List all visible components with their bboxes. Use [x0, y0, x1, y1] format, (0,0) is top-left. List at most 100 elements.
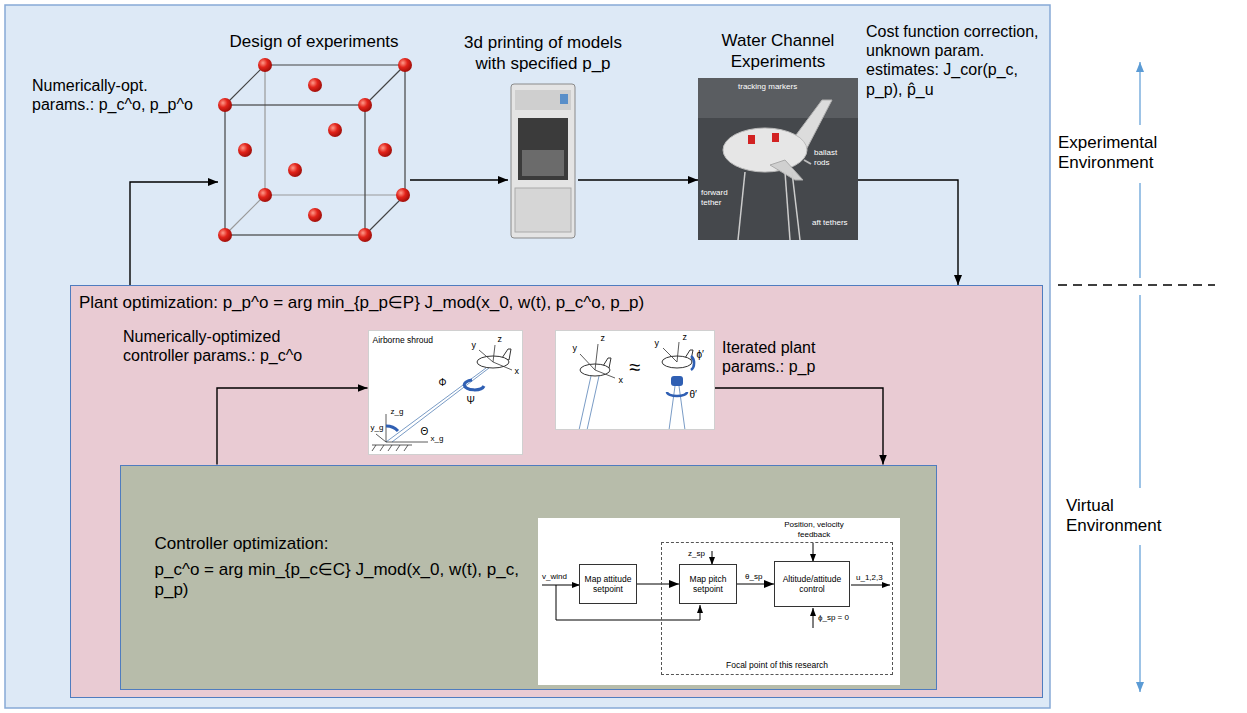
experiment-design: Design of experiments: [218, 58, 410, 240]
axis: [595, 344, 598, 370]
up-arrow-tail: [1139, 183, 1140, 278]
node-text: ≈: [630, 355, 641, 379]
design-point: [328, 123, 342, 137]
design-point: [218, 228, 232, 242]
node-text: ϕ′: [697, 349, 704, 361]
design-point: [358, 98, 372, 112]
node-text: Φ: [439, 377, 447, 389]
node-title: Plant optimization: p_p^o = arg min_{p_p…: [79, 293, 979, 313]
node-text: x_g: [431, 434, 444, 444]
node-text: aft tethers: [812, 218, 848, 228]
altitude-setpoint-input: [712, 551, 713, 565]
tracking-marker: [748, 135, 755, 144]
node-title: Water Channel Experiments: [716, 31, 841, 72]
node-title: Design of experiments: [209, 32, 419, 52]
tether: [386, 368, 486, 442]
process-box: Map attitude setpoint: [579, 564, 637, 604]
flow-arrow: [217, 388, 368, 465]
design-point: [258, 188, 272, 202]
node-title: Focal point of this research: [662, 660, 892, 670]
plant-region-fill: [70, 285, 1043, 698]
ballast-rod: [804, 160, 811, 164]
ground-arc: [386, 426, 398, 431]
edge-label: Numerically-opt. params.: p_c^o, p_p^o: [32, 76, 207, 114]
edge-label: Numerically-optimized controller params.…: [123, 327, 348, 365]
tether: [392, 368, 489, 442]
cube-edge: [264, 65, 265, 195]
edge-label: Cost function correction, unknown param.…: [866, 22, 1044, 99]
tether: [738, 172, 745, 240]
axis: [677, 342, 679, 362]
design-point: [308, 78, 322, 92]
design-point: [358, 228, 372, 242]
design-point: [378, 143, 392, 157]
flow-arrow: [715, 388, 884, 465]
experimental-region: [5, 5, 1050, 708]
design-point: [218, 98, 232, 112]
node-text: z: [683, 332, 688, 343]
figure-ground: [368, 330, 523, 455]
design-points: [218, 58, 412, 242]
tether: [669, 386, 675, 430]
axis: [376, 434, 386, 442]
body-axes: [580, 342, 679, 378]
design-point: [308, 208, 322, 222]
label: u_1,2,3: [856, 573, 883, 583]
node-text: y: [472, 340, 477, 351]
cube-edge: [265, 194, 405, 195]
axis: [479, 350, 493, 362]
roll-setpoint-input: [813, 608, 814, 628]
process-box: Map pitch setpoint: [679, 564, 737, 604]
printer-bed: [522, 150, 564, 176]
printer-window: [518, 118, 568, 180]
node-text: θ′: [690, 389, 697, 401]
label: Position, velocity feedback: [772, 520, 856, 539]
controller-optimization-box: Controller optimization:p_c^o = arg min_…: [120, 465, 937, 690]
printer-base: [515, 188, 571, 232]
label: ϕ_sp = 0: [818, 613, 849, 623]
node-title: Controller optimization:: [155, 534, 530, 554]
cube-edge: [365, 65, 405, 235]
node-title: y: [573, 343, 578, 354]
node-text: Θ: [421, 426, 429, 438]
control-output: [851, 585, 890, 586]
feedback-input: [813, 543, 814, 562]
flow-arrow: [737, 584, 774, 585]
printer-screen: [560, 94, 568, 104]
node-text: z_g: [391, 407, 404, 417]
axis: [386, 442, 428, 443]
down-arrow: [1139, 545, 1140, 692]
plant-optimization-box: Plant optimization: p_p^o = arg min_{p_p…: [70, 285, 1043, 698]
pivot-joint: [671, 376, 683, 386]
node-text: Ψ: [467, 395, 475, 407]
printing-step: 3d printing of models with specified p_p: [508, 80, 578, 240]
label: z_sp: [688, 549, 705, 559]
node-text: z: [498, 334, 503, 345]
process-box: Altitude/attitude control: [774, 561, 850, 607]
controller-region-fill: [120, 465, 937, 690]
tether: [679, 386, 685, 430]
flow-arrow: [637, 584, 679, 585]
water-channel-photo: [698, 78, 858, 240]
cube-edge: [225, 195, 265, 235]
tracking-marker: [772, 133, 779, 142]
axis: [580, 354, 595, 370]
flow-arrow: [410, 179, 508, 180]
flow-arrow: [578, 179, 698, 180]
roll-arrow: [691, 356, 694, 370]
printer-body: [511, 84, 575, 238]
tether: [792, 172, 800, 240]
wind-input: [542, 585, 580, 586]
node-text: y_g: [371, 423, 384, 433]
down-arrow-tail: [1139, 295, 1140, 488]
photo-ground: [698, 78, 858, 118]
design-point: [288, 163, 302, 177]
water-channel: Water Channel Experimentstracking marker…: [698, 78, 858, 240]
label: Virtual Environment: [1066, 496, 1191, 537]
design-point: [396, 188, 410, 202]
node-title: Airborne shroud: [373, 335, 433, 345]
photo-ground: [698, 78, 858, 240]
design-point: [238, 143, 252, 157]
approximation-figure: yzx≈yzϕ′θ′: [555, 330, 715, 430]
